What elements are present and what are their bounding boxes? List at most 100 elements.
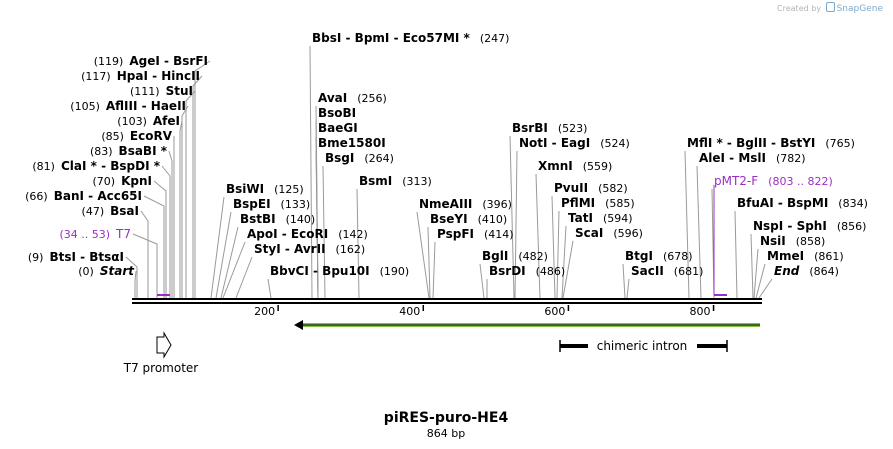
site-name-nmeaiii: NmeAIII	[419, 197, 472, 211]
site-label-avai[interactable]: AvaI(256)	[318, 91, 387, 105]
leader-start	[134, 270, 137, 298]
site-name-alei-msli: AleI - MslI	[699, 151, 766, 165]
site-name-baegi: BaeGI	[318, 121, 358, 135]
leader-nsii	[753, 248, 759, 299]
site-label-styi-avrii[interactable]: StyI - AvrII(162)	[254, 242, 365, 256]
site-label-pmt2-f[interactable]: pMT2-F(803 .. 822)	[714, 174, 833, 188]
t7-promoter-feature: T7 promoter	[123, 331, 199, 375]
leader-nspi-sphi	[750, 233, 754, 299]
site-label-apoi-ecori[interactable]: ApoI - EcoRI (142)	[247, 227, 368, 241]
t7-promoter-arrow[interactable]	[156, 331, 172, 359]
site-label-bspei[interactable]: BspEI(133)	[233, 197, 310, 211]
orf-reverse-arrow	[294, 320, 760, 330]
site-label-nsii[interactable]: NsiI(858)	[760, 234, 825, 248]
site-name-noti-eagi: NotI - EagI	[519, 136, 590, 150]
site-pos-bstbi: (140)	[286, 213, 316, 226]
site-label-nmeaiii[interactable]: NmeAIII(396)	[419, 197, 512, 211]
leader-pflmi	[556, 210, 560, 299]
tick-label-200: 200	[254, 305, 275, 318]
site-label-bbsi-bpmi-eco57mi[interactable]: BbsI - BpmI - Eco57MI *(247)	[312, 31, 509, 45]
site-label-baegi[interactable]: BaeGI	[318, 121, 358, 135]
site-name-bani-acc65i: BanI - Acc65I	[54, 189, 142, 203]
site-label-bsmi[interactable]: BsmI(313)	[359, 174, 432, 188]
site-pos-hpai-hincii: (117)	[81, 70, 111, 83]
chimeric-intron-feature: chimeric intron	[559, 339, 728, 353]
site-label-bani-acc65i[interactable]: (66)BanI - Acc65I	[25, 189, 142, 203]
site-label-pflmi[interactable]: PflMI(585)	[561, 196, 635, 210]
leader-hpai-hincii	[192, 75, 203, 298]
site-pos-alei-msli: (782)	[776, 152, 806, 165]
leader-bsrbi	[509, 135, 515, 299]
site-label-clai-bspdi[interactable]: (81)ClaI * - BspDI *	[32, 159, 160, 173]
site-pos-bsai: (47)	[82, 205, 105, 218]
site-name-bsgi: BsgI	[325, 151, 354, 165]
site-name-mmei: MmeI	[767, 249, 804, 263]
site-label-kpni[interactable]: (70)KpnI	[93, 174, 153, 188]
site-label-bme1580i[interactable]: Bme1580I	[318, 136, 386, 150]
site-label-bsrbi[interactable]: BsrBI(523)	[512, 121, 587, 135]
site-label-bsrdi[interactable]: BsrDI(486)	[489, 264, 565, 278]
site-label-stui[interactable]: (111)StuI	[130, 84, 193, 98]
t7-promoter-label: T7 promoter	[123, 361, 199, 375]
site-label-nspi-sphi[interactable]: NspI - SphI(856)	[753, 219, 866, 233]
site-label-btsi-bts-i[interactable]: (9)BtsI - BtsαI	[28, 250, 124, 264]
site-name-t7: T7	[115, 227, 131, 241]
site-label-t7[interactable]: (34 .. 53)T7	[59, 227, 131, 241]
created-by-text: Created by	[777, 4, 822, 13]
site-name-afliii-haeii: AflIII - HaeII	[106, 99, 186, 113]
site-label-bsgi[interactable]: BsgI(264)	[325, 151, 394, 165]
site-label-ecorv[interactable]: (85)EcoRV	[101, 129, 172, 143]
site-label-pvuii[interactable]: PvuII(582)	[554, 181, 628, 195]
site-label-sacii[interactable]: SacII(681)	[631, 264, 703, 278]
site-pos-clai-bspdi: (81)	[32, 160, 55, 173]
site-pos-nsii: (858)	[796, 235, 826, 248]
site-name-pvuii: PvuII	[554, 181, 588, 195]
site-label-end[interactable]: End(864)	[774, 264, 839, 278]
site-name-bseyi: BseYI	[430, 212, 468, 226]
site-name-pmt2-f: pMT2-F	[714, 174, 758, 188]
site-label-bbvci-bpu10i[interactable]: BbvCI - Bpu10I(190)	[270, 264, 409, 278]
site-name-bsabi: BsaBI *	[119, 144, 168, 158]
site-label-mfli-bglii-bstyi[interactable]: MflI * - BglII - BstYI(765)	[687, 136, 855, 150]
site-pos-scai: (596)	[613, 227, 643, 240]
site-label-afliii-haeii[interactable]: (105)AflIII - HaeII	[70, 99, 186, 113]
site-label-bsiwi[interactable]: BsiWI(125)	[226, 182, 304, 196]
site-label-bstbi[interactable]: BstBI(140)	[240, 212, 315, 226]
tick-label-400: 400	[399, 305, 420, 318]
site-label-tati[interactable]: TatI(594)	[568, 211, 633, 225]
site-pos-kpni: (70)	[93, 175, 116, 188]
tick-label-600: 600	[544, 305, 565, 318]
chimeric-intron-label[interactable]: chimeric intron	[597, 339, 688, 353]
site-pos-bsiwi: (125)	[274, 183, 304, 196]
site-label-bfuai-bspmi[interactable]: BfuAI - BspMI(834)	[737, 196, 868, 210]
site-label-mmei[interactable]: MmeI(861)	[767, 249, 844, 263]
site-label-scai[interactable]: ScaI(596)	[575, 226, 643, 240]
site-name-apoi-ecori: ApoI - EcoRI	[247, 227, 328, 241]
site-label-hpai-hincii[interactable]: (117)HpaI - HincII	[81, 69, 200, 83]
site-pos-bsrdi: (486)	[536, 265, 566, 278]
site-label-bseyi[interactable]: BseYI(410)	[430, 212, 507, 226]
site-label-bgli[interactable]: BglI(482)	[482, 249, 548, 263]
leader-styi-avrii	[235, 256, 253, 299]
site-label-bsabi[interactable]: (83)BsaBI *	[90, 144, 168, 158]
site-pos-end: (864)	[809, 265, 839, 278]
site-label-afei[interactable]: (103)AfeI	[117, 114, 180, 128]
site-label-noti-eagi[interactable]: NotI - EagI(524)	[519, 136, 630, 150]
leader-alei-msli	[696, 165, 702, 299]
site-pos-bgli: (482)	[518, 250, 548, 263]
site-pos-bsrbi: (523)	[558, 122, 588, 135]
site-label-xmni[interactable]: XmnI(559)	[538, 159, 612, 173]
site-label-btgi[interactable]: BtgI(678)	[625, 249, 693, 263]
site-name-sacii: SacII	[631, 264, 664, 278]
site-name-bme1580i: Bme1580I	[318, 136, 386, 150]
site-label-alei-msli[interactable]: AleI - MslI (782)	[699, 151, 806, 165]
leader-bstbi	[220, 226, 239, 299]
site-label-bsai[interactable]: (47)BsaI	[82, 204, 139, 218]
site-name-bbvci-bpu10i: BbvCI - Bpu10I	[270, 264, 370, 278]
site-label-bsobi[interactable]: BsoBI	[318, 106, 356, 120]
site-pos-apoi-ecori: (142)	[338, 228, 368, 241]
site-label-start[interactable]: (0)Start	[78, 264, 135, 278]
site-label-pspfi[interactable]: PspFI(414)	[437, 227, 514, 241]
site-label-agei-bsrfi[interactable]: (119)AgeI - BsrFI	[94, 54, 208, 68]
